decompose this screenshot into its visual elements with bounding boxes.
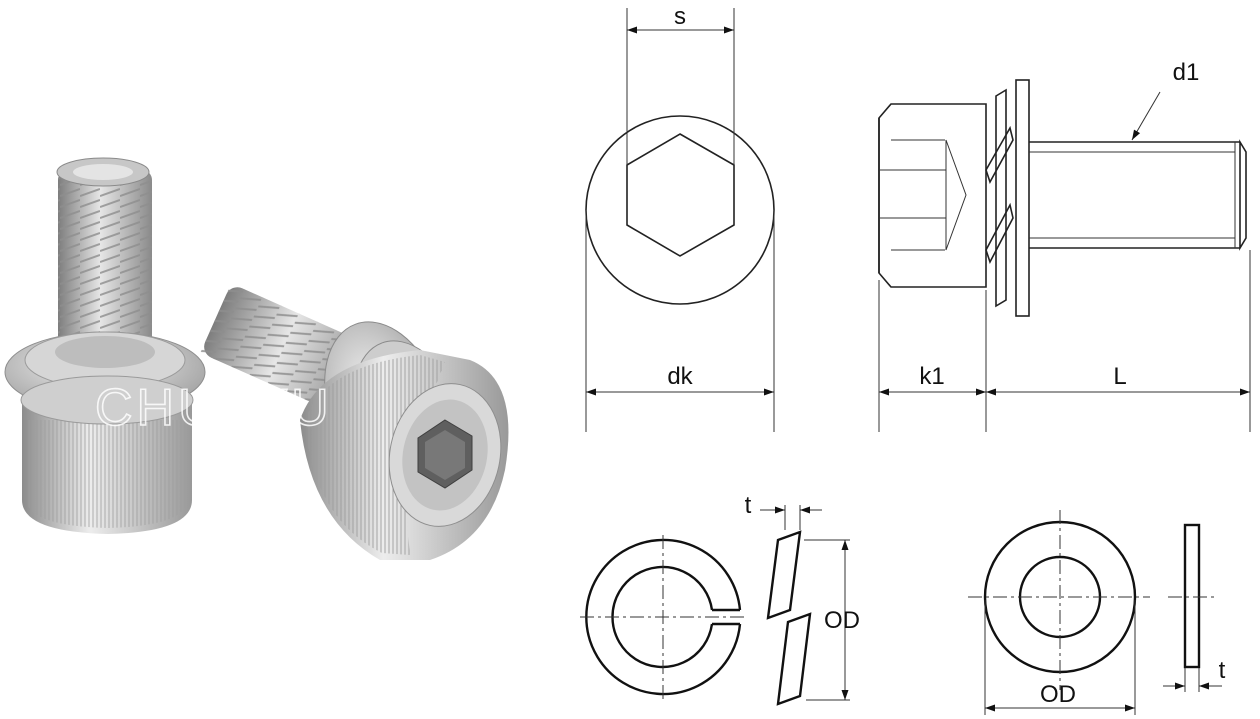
label-k1: k1	[919, 363, 944, 390]
product-photo: CHU WU	[4, 157, 509, 560]
label-t-flat: t	[1219, 657, 1226, 684]
label-L: L	[1113, 363, 1126, 390]
flat-washer-view	[968, 510, 1222, 715]
label-s: s	[674, 3, 686, 30]
screw-side-view	[878, 79, 1251, 432]
label-t-spring: t	[745, 492, 752, 519]
label-od-flat: OD	[1040, 681, 1076, 708]
standing-screw	[4, 157, 206, 534]
watermark-text: CHU WU	[95, 379, 333, 437]
label-od-spring: OD	[824, 607, 860, 634]
head-top-view	[585, 8, 775, 432]
spring-washer-view	[580, 505, 850, 706]
label-d1: d1	[1173, 59, 1200, 86]
label-dk: dk	[667, 363, 693, 390]
lying-screw	[200, 283, 509, 560]
